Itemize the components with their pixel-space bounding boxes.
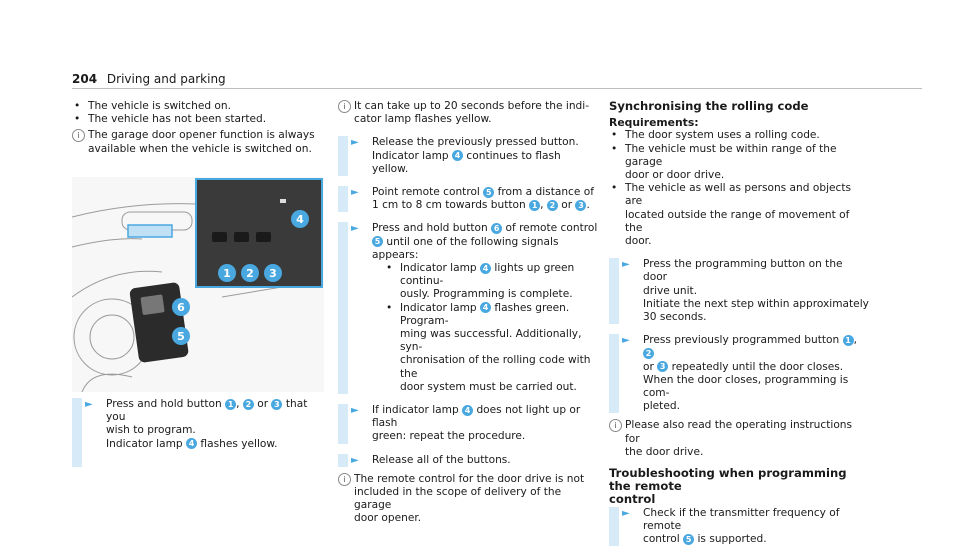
remote-control <box>129 282 189 363</box>
svg-text:5: 5 <box>177 330 185 343</box>
info-note: i The remote control for the door drive … <box>338 472 598 526</box>
bullet-item: •The vehicle has not been started. <box>74 113 267 126</box>
instruction-step: ► Press the programming button on the do… <box>609 258 869 325</box>
info-icon: i <box>338 472 351 486</box>
section-title: Driving and parking <box>106 72 226 86</box>
column-middle: i It can take up to 20 seconds before th… <box>338 100 598 526</box>
zoom-inset <box>195 178 323 288</box>
bullet-item: •The vehicle as well as persons and obje… <box>611 182 852 248</box>
arrow-icon: ► <box>351 454 359 466</box>
header-rule <box>72 88 922 89</box>
svg-text:3: 3 <box>269 267 277 280</box>
info-icon: i <box>72 129 85 143</box>
page-header: 204 Driving and parking <box>72 72 226 86</box>
instruction-step: ► If indicator lamp 4 does not light up … <box>338 404 598 444</box>
instruction-step: ► Press and hold button 6 of remote cont… <box>338 222 598 395</box>
arrow-icon: ► <box>351 137 359 149</box>
svg-text:4: 4 <box>296 213 304 226</box>
callout-1: 1 <box>218 264 236 282</box>
arrow-icon: ► <box>85 399 93 410</box>
svg-text:6: 6 <box>177 301 185 314</box>
column-left: •The vehicle is switched on. •The vehicl… <box>72 100 322 156</box>
arrow-icon: ► <box>351 187 359 199</box>
column-right: Synchronising the rolling code Requireme… <box>609 99 869 546</box>
instruction-step: ► Release the previously pressed button.… <box>338 136 598 177</box>
callout-3: 3 <box>264 264 282 282</box>
requirements-label: Requirements: <box>609 116 699 130</box>
bullet-item: •The vehicle must be within range of the… <box>611 142 837 182</box>
sub-bullet: • Indicator lamp 4 lights up green conti… <box>386 262 575 301</box>
bullet-item: •The door system uses a rolling code. <box>611 129 820 142</box>
info-note: i Please also read the operating instruc… <box>609 419 869 459</box>
instruction-step: ► Check if the transmitter frequency of … <box>609 506 869 546</box>
instruction-step: ► Press and hold button 1, 2 or 3 that y… <box>72 398 322 467</box>
instruction-step: ► Press previously programmed button 1, … <box>609 334 869 414</box>
callout-4: 4 <box>291 210 309 228</box>
arrow-icon: ► <box>622 507 630 519</box>
svg-text:2: 2 <box>246 267 254 280</box>
callout-5: 5 <box>172 327 190 345</box>
arrow-icon: ► <box>622 335 630 347</box>
section-heading: Synchronising the rolling code <box>609 99 809 113</box>
arrow-icon: ► <box>351 405 359 417</box>
illustration-car-interior: 1 2 3 4 5 6 <box>72 177 324 392</box>
instruction-step: ► Release all of the buttons. <box>338 453 598 467</box>
troubleshooting-heading: Troubleshooting when programming the rem… <box>609 466 847 507</box>
arrow-icon: ► <box>622 259 630 271</box>
callout-6: 6 <box>172 298 190 316</box>
callout-2: 2 <box>241 264 259 282</box>
instruction-step: ► Point remote control 5 from a distance… <box>338 186 598 213</box>
bullet-item: •The vehicle is switched on. <box>74 100 231 112</box>
svg-text:1: 1 <box>223 267 231 280</box>
info-note: i It can take up to 20 seconds before th… <box>338 100 598 126</box>
arrow-icon: ► <box>351 223 359 235</box>
sub-bullet: • Indicator lamp 4 flashes green. Progra… <box>386 301 591 393</box>
info-icon: i <box>338 100 351 113</box>
info-icon: i <box>609 419 622 433</box>
column-left-step: ► Press and hold button 1, 2 or 3 that y… <box>72 398 322 467</box>
info-note: i The garage door opener function is alw… <box>72 129 322 155</box>
page-number: 204 <box>72 72 98 86</box>
